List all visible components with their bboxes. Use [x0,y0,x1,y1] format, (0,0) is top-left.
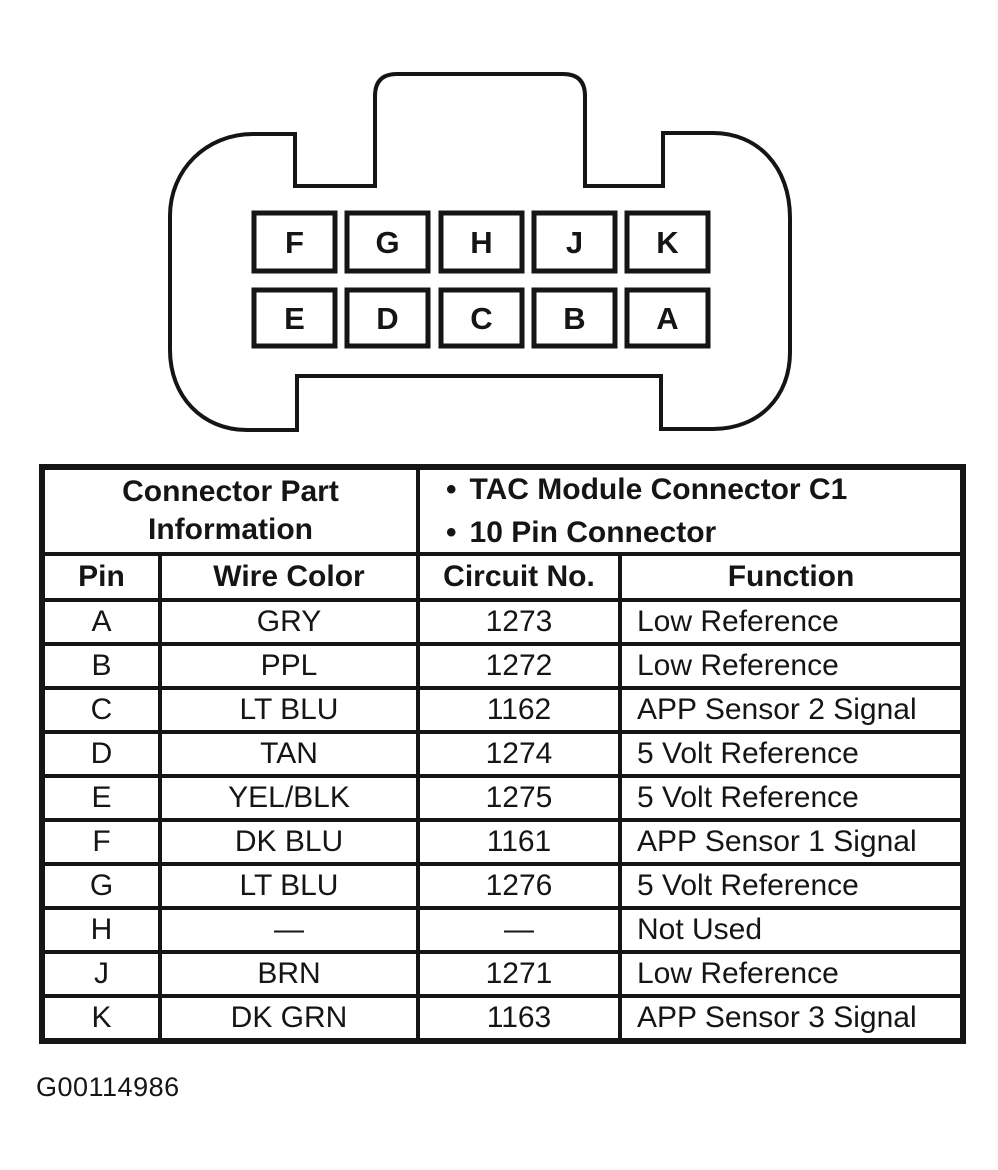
wire-color-cell: GRY [158,598,420,646]
wire-color-cell: PPL [158,642,420,690]
pin-cell: E [40,774,162,822]
pin-label-E: E [284,301,305,336]
wire-color-cell: DK GRN [158,994,420,1043]
wire-color-cell: BRN [158,950,420,998]
pin-box-D [344,287,431,349]
pin-boxes: F G H J K E D C B A [251,210,711,349]
pin-box-A [624,287,711,349]
circuit-no-cell: 1276 [416,862,622,910]
pin-cell: A [40,598,162,646]
pin-label-J: J [566,225,583,260]
table-row: H——Not Used [40,906,966,954]
function-cell: Not Used [617,906,966,954]
figure-id: G00114986 [36,1072,180,1102]
pin-box-C [438,287,525,349]
pin-cell: H [40,906,162,954]
bullet-icon: • [446,472,457,506]
function-cell: Low Reference [617,642,966,690]
connector-pinout-table: Connector Part Information • TAC Module … [39,464,967,1044]
pin-box-F [251,210,338,274]
connector-name-text: TAC Module Connector C1 [469,472,848,506]
function-cell: 5 Volt Reference [617,862,966,910]
circuit-no-cell: — [416,906,622,954]
pin-box-K [624,210,711,274]
wire-color-cell: LT BLU [158,862,420,910]
connector-info-header: • TAC Module Connector C1 • 10 Pin Conne… [415,465,966,556]
pin-count-text: 10 Pin Connector [469,515,717,549]
bullet-item: • TAC Module Connector C1 [446,472,959,507]
pin-label-A: A [656,301,678,336]
bullet-icon: • [446,515,457,549]
pin-box-B [531,287,618,349]
pin-box-H [438,210,525,274]
pin-cell: J [40,950,162,998]
function-cell: 5 Volt Reference [617,774,966,822]
circuit-no-cell: 1274 [416,730,622,778]
column-header-function: Function [617,552,966,602]
pin-label-F: F [285,225,304,260]
function-cell: Low Reference [617,950,966,998]
function-cell: APP Sensor 1 Signal [617,818,966,866]
column-header-pin: Pin [40,552,162,602]
column-header-wire-color: Wire Color [158,552,420,602]
function-cell: APP Sensor 2 Signal [617,686,966,734]
pin-cell: B [40,642,162,690]
wire-color-cell: YEL/BLK [158,774,420,822]
part-info-title: Connector Part Information [122,474,339,546]
function-cell: 5 Volt Reference [617,730,966,778]
pin-cell: C [40,686,162,734]
circuit-no-cell: 1275 [416,774,622,822]
wire-color-cell: DK BLU [158,818,420,866]
connector-outline [168,72,792,432]
pin-box-G [344,210,431,274]
part-info-header: Connector Part Information [40,465,420,556]
pin-cell: D [40,730,162,778]
pin-label-C: C [470,301,492,336]
wire-color-cell: LT BLU [158,686,420,734]
circuit-no-cell: 1271 [416,950,622,998]
pin-label-H: H [470,225,492,260]
pin-label-G: G [375,225,399,260]
column-header-circuit-no: Circuit No. [416,552,622,602]
table-column-header-row: Pin Wire Color Circuit No. Function [40,552,966,602]
circuit-no-cell: 1273 [416,598,622,646]
table-title-row: Connector Part Information • TAC Module … [40,465,966,556]
bullet-item: • 10 Pin Connector [446,515,959,550]
pin-label-K: K [656,225,679,260]
pin-cell: K [40,994,162,1043]
function-cell: APP Sensor 3 Signal [617,994,966,1043]
pin-box-J [531,210,618,274]
circuit-no-cell: 1163 [416,994,622,1043]
circuit-no-cell: 1272 [416,642,622,690]
pin-label-D: D [376,301,398,336]
pin-cell: G [40,862,162,910]
pin-label-B: B [563,301,585,336]
pin-cell: F [40,818,162,866]
circuit-no-cell: 1161 [416,818,622,866]
circuit-no-cell: 1162 [416,686,622,734]
wire-color-cell: — [158,906,420,954]
function-cell: Low Reference [617,598,966,646]
connector-diagram: F G H J K E D C B A [168,72,792,432]
pin-box-E [251,287,338,349]
wire-color-cell: TAN [158,730,420,778]
